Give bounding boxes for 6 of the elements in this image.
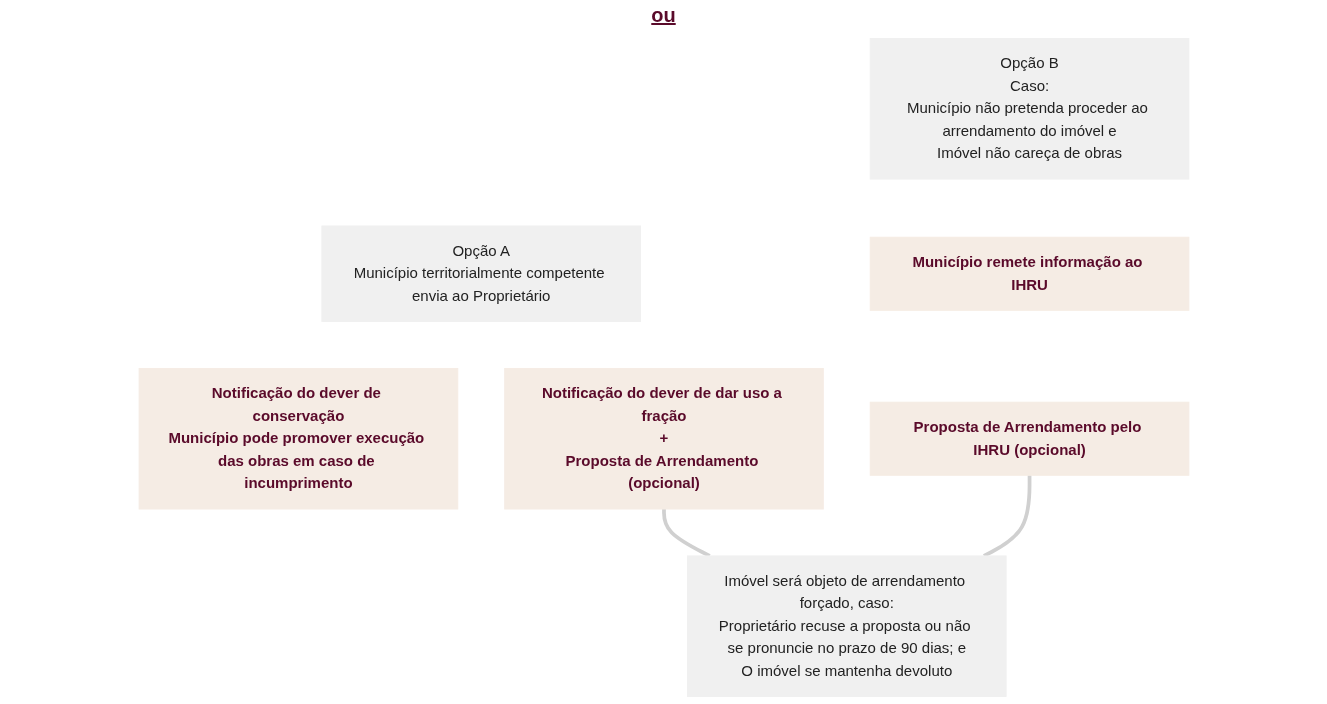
node-box: Proposta de Arrendamento pelo IHRU (opcional)	[869, 401, 1189, 476]
connector-word: ou	[651, 4, 676, 26]
node-box: Notificação do dever de conservação Município pode promover execução das obras em caso de incumprimento	[138, 367, 458, 510]
node-box: Imóvel será objeto de arrendamento forçado, caso: Proprietário recuse a proposta ou não se pronuncie no prazo de 90 dias; e O imóvel se mantenha devoluto	[686, 555, 1007, 697]
node-box: Município remete informação ao IHRU	[869, 236, 1189, 311]
node-box: Notificação do dever de dar uso a fração + Proposta de Arrendamento (opcional)	[503, 367, 824, 510]
